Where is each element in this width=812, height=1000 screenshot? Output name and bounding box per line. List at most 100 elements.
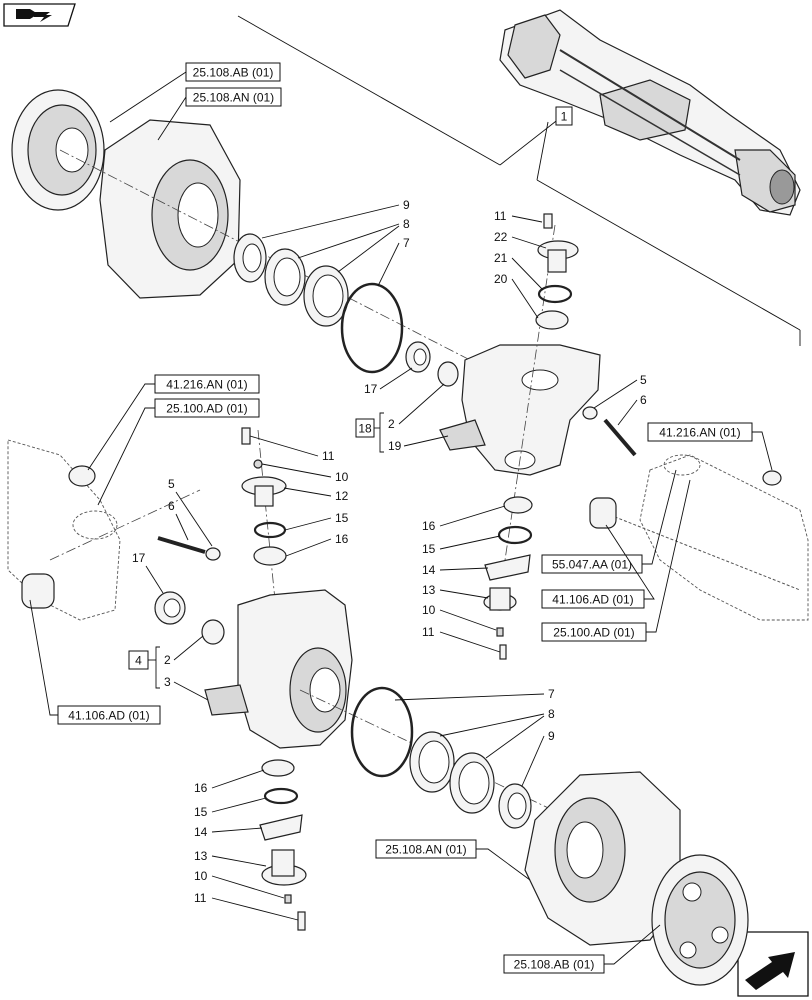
bearing-lower-2 [449, 752, 495, 814]
ref-box-41106AD-right[interactable]: 41.106.AD (01) [541, 589, 645, 609]
leader-5-upper [593, 379, 638, 409]
callout-14-bottom: 14 [194, 825, 208, 839]
callout-8-lower: 8 [548, 707, 555, 721]
leader-11-lower-top [249, 435, 319, 457]
callout-10-lower-top: 10 [335, 470, 349, 484]
axle-housing-left-ghost [7, 439, 121, 621]
callout-11-lower-top: 11 [322, 449, 335, 463]
ref-box-4[interactable]: 4 [128, 650, 149, 670]
wheel-hub-bottom [524, 771, 681, 946]
ref-box-25108AN-top[interactable]: 25.108.AN (01) [185, 87, 282, 107]
leader-8-upper-b [337, 225, 400, 273]
ref-box-18[interactable]: 18 [355, 418, 375, 438]
ref-box-1[interactable]: 1 [555, 106, 573, 126]
svg-text:1: 1 [561, 110, 568, 124]
leader-25100AD-left [97, 407, 155, 506]
lock-nut-upper [233, 233, 267, 283]
svg-text:25.108.AB (01): 25.108.AB (01) [514, 958, 595, 972]
svg-text:25.108.AN (01): 25.108.AN (01) [385, 843, 466, 857]
leader-7-upper [377, 242, 400, 287]
callout-10-bottom: 10 [194, 869, 208, 883]
planetary-carrier-top [11, 89, 105, 211]
callout-6-lower: 6 [168, 499, 175, 513]
leader-8-upper-a [297, 223, 400, 259]
seal-ring-upper [340, 282, 404, 374]
leader-7-lower [394, 693, 545, 701]
svg-text:4: 4 [135, 654, 142, 668]
leader-19 [403, 435, 449, 447]
axle-assembly-overview [499, 9, 801, 216]
ref-box-25108AB-top[interactable]: 25.108.AB (01) [185, 62, 281, 82]
callout-16-lower-top: 16 [335, 532, 349, 546]
callout-14-right: 14 [422, 563, 436, 577]
bushing-17-lower [154, 591, 186, 625]
leader-10-lower-top [261, 463, 332, 478]
leader-9-lower [521, 735, 545, 787]
bearing-lower-1 [409, 731, 455, 793]
callout-15-right: 15 [422, 542, 436, 556]
svg-text:18: 18 [358, 422, 372, 436]
callout-9-lower: 9 [548, 729, 555, 743]
ref-box-25100AD-right[interactable]: 25.100.AD (01) [541, 622, 647, 642]
callout-19: 19 [388, 439, 402, 453]
callout-13-bottom: 13 [194, 849, 208, 863]
leader-5-lower [175, 491, 213, 547]
ref-box-25108AN-bottom[interactable]: 25.108.AN (01) [375, 839, 477, 859]
callout-5-lower: 5 [168, 477, 175, 491]
kingpin-stack-lower-bottom [259, 759, 307, 931]
leader-16-right [439, 505, 506, 527]
next-page-arrow-icon[interactable] [737, 931, 809, 997]
ref-box-41216AN-right[interactable]: 41.216.AN (01) [647, 422, 753, 442]
svg-text:25.100.AD (01): 25.100.AD (01) [166, 402, 247, 416]
ref-box-25100AD-left[interactable]: 25.100.AD (01) [154, 398, 260, 418]
leader-13-bottom [211, 855, 267, 867]
callout-12: 12 [335, 489, 349, 503]
leader-8-lower-a [439, 713, 545, 737]
tie-rod-end-right [589, 470, 782, 529]
leader-25108AN-bottom [476, 848, 531, 881]
callout-2-upper: 2 [388, 417, 395, 431]
leader-15-bottom [211, 797, 267, 813]
leader-25108AB-bottom [604, 924, 661, 965]
callout-5-upper: 5 [640, 373, 647, 387]
bushing-2-lower [201, 619, 225, 645]
callout-13-right: 13 [422, 583, 436, 597]
ref-box-25108AB-bottom[interactable]: 25.108.AB (01) [503, 954, 605, 974]
bearing-upper-2 [303, 265, 349, 327]
leader-25100AD-right [646, 479, 691, 633]
callout-16-bottom: 16 [194, 781, 208, 795]
leader-21 [511, 257, 544, 291]
leader-14-right [439, 567, 489, 571]
tie-rod-end-left [21, 465, 96, 609]
leader-41106AD-right [605, 524, 655, 600]
leader-2-upper [398, 383, 445, 425]
callout-11-bottom: 11 [194, 891, 207, 905]
callout-22: 22 [494, 230, 508, 244]
callout-17-upper: 17 [364, 382, 378, 396]
leader-17-upper [379, 367, 413, 390]
bushing-17-upper [405, 341, 431, 373]
leader-11-right [439, 631, 501, 653]
axle-housing-right-ghost [609, 454, 809, 621]
book-arrow-icon[interactable] [3, 3, 76, 27]
ref-box-41216AN-left[interactable]: 41.216.AN (01) [154, 374, 260, 394]
svg-text:55.047.AA (01): 55.047.AA (01) [552, 558, 632, 572]
callout-6-upper: 6 [640, 393, 647, 407]
callout-9-upper: 9 [403, 198, 410, 212]
leader-41106AD-left [29, 599, 58, 716]
seal-ring-lower [350, 686, 414, 778]
axis-kingpin-upper [504, 224, 556, 561]
leader-9-upper [261, 204, 400, 239]
leader-10-bottom [211, 875, 285, 899]
leader-8-lower-b [485, 715, 545, 759]
leader-13-right [439, 589, 489, 599]
leader-25108AB-top [109, 71, 187, 123]
leader-15-lower-top [284, 517, 332, 531]
lock-nut-lower [498, 783, 532, 829]
planetary-carrier-bottom [651, 854, 749, 986]
ref-box-41106AD-left[interactable]: 41.106.AD (01) [57, 705, 161, 725]
bushing-2-upper [437, 361, 459, 387]
leader-20 [511, 278, 539, 319]
callout-16-right: 16 [422, 519, 436, 533]
ref-box-55047AA[interactable]: 55.047.AA (01) [541, 554, 643, 574]
